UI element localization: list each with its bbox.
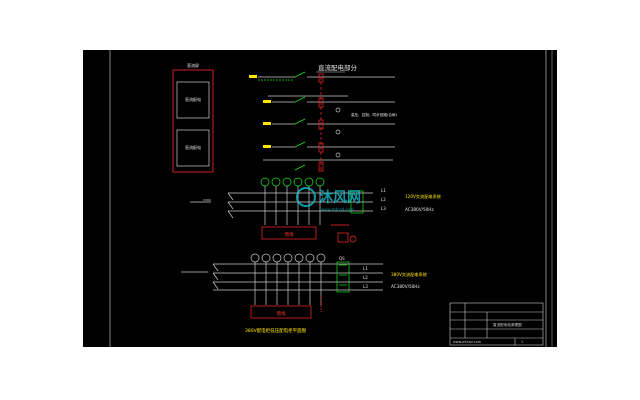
title-block-frame xyxy=(449,302,544,346)
cad-drawing-canvas: 直流屏 直流配电 直流配电 直流配电部分 xyxy=(83,50,557,347)
dc-distribution-title: 直流配电部分 xyxy=(318,63,358,72)
feeder1-bus-label-2: L2 xyxy=(381,197,386,202)
switch-3 xyxy=(294,118,306,125)
feeder1-relay-coil xyxy=(349,235,357,243)
feeder1-switch-c xyxy=(227,210,234,219)
dc-panel-header: 直流屏 xyxy=(187,62,199,68)
feeder2-ct-4 xyxy=(283,253,293,263)
feeder1-lower-box-label: 馈线 xyxy=(285,231,294,238)
dc-panel-box-2-label: 直流配电 xyxy=(185,144,201,150)
dc-panel-frame xyxy=(172,69,214,173)
watermark-logo xyxy=(296,187,316,207)
watermark-brand: 沐风网 xyxy=(319,189,361,206)
feeder1-ct-group xyxy=(260,177,325,187)
feeder2-switch-c xyxy=(212,281,219,290)
feeder1-switch-b xyxy=(227,201,234,210)
feeder1-ct-5 xyxy=(304,177,314,187)
title-block-footer: www.mfcad.com xyxy=(453,340,482,344)
feeder-2: 馈线 xyxy=(181,253,383,319)
feeder2-ct-6 xyxy=(305,253,315,263)
feeder2-ct-1 xyxy=(250,253,260,263)
feeder2-ct-group xyxy=(250,253,326,263)
feeder1-ct-6 xyxy=(315,177,325,187)
feeder2-switch-label: QS xyxy=(339,256,345,261)
schematic-svg: 直流屏 直流配电 直流配电 直流配电部分 xyxy=(109,50,553,347)
feeder2-lower-box-label: 馈线 xyxy=(277,310,286,317)
feeder2-desc-1: 380V交流配电系统 xyxy=(391,271,427,278)
feeder1-drops xyxy=(264,186,321,225)
feeder2-lower-box xyxy=(250,305,312,319)
feeder1-bus-label-3: L3 xyxy=(381,206,386,211)
feeder2-bus-label-2: L2 xyxy=(363,275,368,280)
terminal-2 xyxy=(335,107,341,113)
feeder2-ct-2 xyxy=(261,253,271,263)
dc-panel-box-2 xyxy=(176,129,210,167)
terminal-4 xyxy=(335,152,341,158)
title-block xyxy=(449,302,544,346)
dc-panel-box-1-label: 直流配电 xyxy=(185,96,201,102)
bottom-caption: 380V配电柜低压配电柜平面图 xyxy=(245,327,307,334)
feeder1-lower-box xyxy=(261,226,317,240)
feeder2-switch-a xyxy=(212,263,219,272)
feeder1-switch-a xyxy=(227,192,234,201)
feeder1-desc-1: 120V交流配电系统 xyxy=(405,193,441,200)
feeder2-ct-3 xyxy=(272,253,282,263)
title-block-row2: 直流配电柜原理图 xyxy=(493,322,522,327)
feeder2-bus-label-3: L3 xyxy=(363,284,368,289)
fuse-4 xyxy=(263,145,271,148)
switch-1 xyxy=(294,71,306,78)
feeder1-ct-1 xyxy=(260,177,270,187)
feeder1-meter-box xyxy=(350,190,364,214)
feeder2-switch-b xyxy=(212,272,219,281)
feeder2-ct-5 xyxy=(294,253,304,263)
switch-2 xyxy=(294,96,306,103)
dc-feeder-rows xyxy=(249,71,395,172)
terminal-3 xyxy=(335,129,341,135)
feeder1-ct-2 xyxy=(271,177,281,187)
feeder2-desc-2: AC380V/50Hz xyxy=(391,284,420,289)
feeder-1: 馈线 xyxy=(190,177,373,243)
feeder1-desc-2: AC380V/50Hz xyxy=(405,207,434,212)
dc-panel-box-1 xyxy=(176,81,210,119)
dc-panel: 直流屏 直流配电 直流配电 xyxy=(172,62,214,173)
feeder1-relay xyxy=(337,232,349,243)
watermark: 沐风网 www.mfcad.com xyxy=(296,187,361,212)
watermark-url: www.mfcad.com xyxy=(321,207,354,212)
feeder1-bus-label-1: L1 xyxy=(381,188,386,193)
switch-5 xyxy=(294,164,306,171)
dc-note-right: 高压、控制、同步回路(合闸) xyxy=(351,112,398,117)
fuse-1 xyxy=(249,75,257,78)
feeder1-ct-4 xyxy=(293,177,303,187)
feeder2-drops xyxy=(254,262,322,305)
fuse-3 xyxy=(263,122,271,125)
feeder2-bus-label-1: L1 xyxy=(363,266,368,271)
feeder2-meter-box xyxy=(336,261,350,293)
switch-4 xyxy=(294,141,306,148)
fuse-2 xyxy=(263,100,271,103)
feeder2-ct-7 xyxy=(316,253,326,263)
feeder1-ct-3 xyxy=(282,177,292,187)
title-block-sheet: 1 xyxy=(521,340,523,344)
